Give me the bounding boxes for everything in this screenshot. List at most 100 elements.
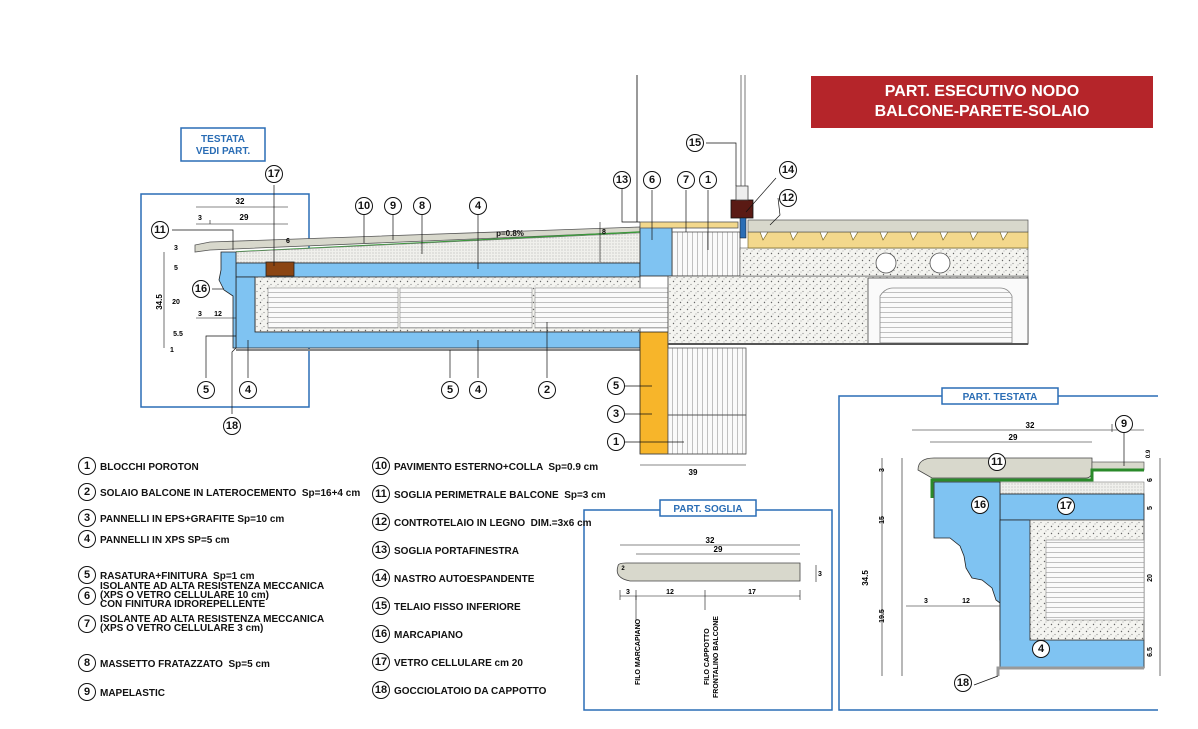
dim-5: 5 — [174, 265, 178, 272]
legend-number-13: 13 — [372, 541, 390, 559]
main-callout-17: 17 — [265, 165, 283, 183]
testata-ref-line-2: VEDI PART. — [196, 146, 250, 157]
main-callout-15: 15 — [686, 134, 704, 152]
hollow-block — [267, 287, 399, 329]
main-callout-6: 6 — [643, 171, 661, 189]
legend-number-4: 4 — [78, 530, 96, 548]
legend-text-2: SOLAIO BALCONE IN LATEROCEMENTO Sp=16+4 … — [100, 488, 361, 499]
dim-5-5: 5.5 — [173, 331, 183, 338]
legend-text-14: NASTRO AUTOESPANDENTE — [394, 574, 535, 585]
pipe — [929, 252, 951, 274]
legend-number-7: 7 — [78, 615, 96, 633]
legend-number-18: 18 — [372, 681, 390, 699]
legend-number-16: 16 — [372, 625, 390, 643]
expanding-tape — [739, 217, 747, 239]
inner-floor — [747, 219, 1029, 233]
legend-text-4: PANNELLI IN XPS SP=5 cm — [100, 535, 230, 546]
main-callout-7: 7 — [677, 171, 695, 189]
radiant-panel — [747, 231, 1029, 249]
legend-text-11: SOGLIA PERIMETRALE BALCONE Sp=3 cm — [394, 490, 606, 501]
dim-3b: 3 — [174, 245, 178, 252]
testata-callout-16: 16 — [971, 496, 989, 514]
legend-number-6: 6 — [78, 587, 96, 605]
main-callout-16: 16 — [192, 280, 210, 298]
poroton-block — [667, 347, 747, 455]
testata-ref-line-1: TESTATA — [201, 134, 245, 145]
legend-text-3: PANNELLI IN EPS+GRAFITE Sp=10 cm — [100, 514, 285, 525]
testata-callout-11: 11 — [988, 453, 1006, 471]
legend-number-8: 8 — [78, 654, 96, 672]
legend-text-5: RASATURA+FINITURA Sp=1 cm — [100, 571, 255, 582]
inner-block — [879, 287, 1013, 344]
xps-top — [235, 262, 641, 278]
main-callout-8: 8 — [413, 197, 431, 215]
dim-39: 39 — [689, 468, 698, 477]
dim-8: 8 — [602, 229, 606, 236]
dim-32: 32 — [236, 197, 245, 206]
dim-12: 12 — [214, 311, 222, 318]
testata-callout-18: 18 — [954, 674, 972, 692]
main-callout-14: 14 — [779, 161, 797, 179]
legend-number-9: 9 — [78, 683, 96, 701]
dim-20: 20 — [172, 299, 180, 306]
main-callout-1: 1 — [699, 171, 717, 189]
testata-callout-9: 9 — [1115, 415, 1133, 433]
hollow-block — [534, 287, 669, 329]
main-callout-5: 5 — [441, 381, 459, 399]
legend-text-10: PAVIMENTO ESTERNO+COLLA Sp=0.9 cm — [394, 462, 599, 473]
main-callout-18: 18 — [223, 417, 241, 435]
legend-number-17: 17 — [372, 653, 390, 671]
hollow-block — [399, 287, 533, 329]
legend-number-3: 3 — [78, 509, 96, 527]
legend-text-8: MASSETTO FRATAZZATO Sp=5 cm — [100, 659, 270, 670]
dim-3c: 3 — [198, 311, 202, 318]
dim-1: 1 — [170, 347, 174, 354]
legend-number-5: 5 — [78, 566, 96, 584]
main-callout-12: 12 — [779, 189, 797, 207]
testata-ref-label-box — [180, 127, 266, 162]
eps-panel — [639, 331, 669, 455]
main-callout-3: 3 — [607, 405, 625, 423]
cellular-glass — [265, 261, 295, 277]
main-callout-10: 10 — [355, 197, 373, 215]
legend-text-12: CONTROTELAIO IN LEGNO DIM.=3x6 cm — [394, 518, 592, 529]
window-frame — [730, 199, 754, 219]
legend-number-2: 2 — [78, 483, 96, 501]
testata-callout-17: 17 — [1057, 497, 1075, 515]
main-callout-11: 11 — [151, 221, 169, 239]
legend-text-15: TELAIO FISSO INFERIORE — [394, 602, 521, 613]
title-banner: PART. ESECUTIVO NODO BALCONE-PARETE-SOLA… — [811, 76, 1153, 128]
window-profile — [735, 185, 749, 201]
marcapiano — [218, 251, 237, 349]
door-sill — [639, 221, 739, 229]
legend-text-7: ISOLANTE AD ALTA RESISTENZA MECCANICA (X… — [100, 614, 325, 634]
legend-number-15: 15 — [372, 597, 390, 615]
legend-number-14: 14 — [372, 569, 390, 587]
main-callout-4: 4 — [469, 197, 487, 215]
legend-text-13: SOGLIA PORTAFINESTRA — [394, 546, 519, 557]
legend-number-10: 10 — [372, 457, 390, 475]
slope-label: p=0.8% — [496, 229, 524, 238]
main-callout-2: 2 — [538, 381, 556, 399]
legend-number-11: 11 — [372, 485, 390, 503]
legend-number-1: 1 — [78, 457, 96, 475]
main-callout-1: 1 — [607, 433, 625, 451]
title-line-1: PART. ESECUTIVO NODO — [884, 83, 1080, 100]
main-callout-13: 13 — [613, 171, 631, 189]
legend-number-12: 12 — [372, 513, 390, 531]
dim-3: 3 — [198, 215, 202, 222]
dim-34-5: 34.5 — [155, 294, 164, 310]
title-line-2: BALCONE-PARETE-SOLAIO — [874, 103, 1090, 120]
legend-text-9: MAPELASTIC — [100, 688, 165, 699]
pipe — [875, 252, 897, 274]
insulation-6 — [639, 225, 673, 277]
dim-6: 6 — [286, 238, 290, 245]
main-callout-5: 5 — [197, 381, 215, 399]
legend-text-18: GOCCIOLATOIO DA CAPPOTTO — [394, 686, 547, 697]
legend-text-6: ISOLANTE AD ALTA RESISTENZA MECCANICA (X… — [100, 581, 325, 610]
legend-text-16: MARCAPIANO — [394, 630, 463, 641]
main-callout-5: 5 — [607, 377, 625, 395]
poroton-upper — [671, 231, 741, 277]
